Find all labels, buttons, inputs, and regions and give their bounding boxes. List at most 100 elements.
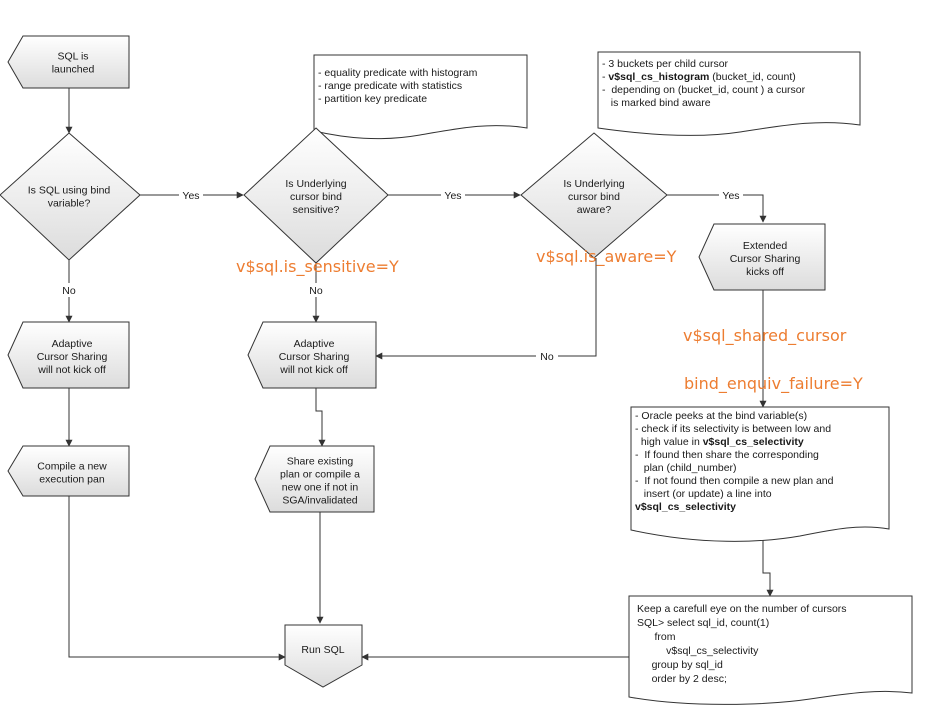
node-line: will not kick off <box>279 364 348 376</box>
node-line: Is Underlying <box>563 178 624 190</box>
edge-labels: Yes Yes Yes No No No <box>58 188 743 363</box>
note-line-segment: SQL> select sql_id, count(1) <box>637 617 769 629</box>
node-line: cursor bind <box>568 191 620 203</box>
node-line: Adaptive <box>294 338 335 350</box>
edge-label-no-aware: No <box>540 351 554 363</box>
note-line-segment: v$sql_cs_selectivity <box>637 645 759 657</box>
node-line: sensitive? <box>293 204 340 216</box>
node-line: execution pan <box>39 474 105 486</box>
node-line: launched <box>52 64 95 76</box>
edge-label-no-sensitive: No <box>309 285 323 297</box>
note-line-segment: - check if its selectivity is between lo… <box>635 423 831 435</box>
note-line-segment: - equality predicate with histogram <box>318 67 478 79</box>
node-line: aware? <box>577 204 612 216</box>
note-line-segment: order by 2 desc; <box>637 673 727 685</box>
note-line-segment: - depending on (bucket_id, count ) a cur… <box>602 84 806 96</box>
node-line: SQL is <box>57 51 88 63</box>
note-line-segment: plan (child_number) <box>635 462 737 474</box>
note-line-segment: group by sql_id <box>637 659 723 671</box>
node-line: Cursor Sharing <box>279 351 350 363</box>
edge-label-yes-bind: Yes <box>182 190 199 202</box>
note-line-segment: - <box>602 71 608 83</box>
node-compile-shape <box>7 445 130 497</box>
edge-aware-yes <box>667 194 767 223</box>
node-line: Compile a new <box>37 461 107 473</box>
node-line: plan or compile a <box>280 469 360 481</box>
annotation-bind-equiv: bind_enquiv_failure=Y <box>684 374 863 394</box>
node-line: Run SQL <box>301 644 344 656</box>
note-query-shape <box>628 595 913 705</box>
node-line: SGA/invalidated <box>282 495 357 507</box>
edge-compile-to-run <box>68 496 286 661</box>
note-peek-text: - Oracle peeks at the bind variable(s)- … <box>635 410 834 513</box>
node-line: Extended <box>743 240 788 252</box>
note-line-segment: - If found then share the corresponding <box>635 449 819 461</box>
notes: - equality predicate with histogram- ran… <box>313 51 913 705</box>
node-sensitive-decision-shape <box>243 127 389 264</box>
node-line: Is Underlying <box>285 178 346 190</box>
note-line-segment: - If not found then compile a new plan a… <box>635 475 834 487</box>
node-bind-decision-shape <box>0 132 141 261</box>
edge-label-no-bind: No <box>62 285 76 297</box>
node-share-shape <box>254 445 375 513</box>
node-line: Share existing <box>287 456 354 468</box>
note-line-segment: v$sql_cs_histogram <box>608 71 709 83</box>
note-line-segment: - 3 buckets per child cursor <box>602 58 729 70</box>
note-line-segment: - Oracle peeks at the bind variable(s) <box>635 410 807 422</box>
node-line: Adaptive <box>52 338 93 350</box>
note-predicates-text: - equality predicate with histogram- ran… <box>318 67 478 105</box>
note-line-segment: Keep a carefull eye on the number of cur… <box>637 603 847 615</box>
note-predicates-shape <box>313 54 528 140</box>
node-line: cursor bind <box>290 191 342 203</box>
node-run-sql-shape <box>284 624 363 688</box>
node-aware-decision-shape <box>520 132 668 259</box>
node-line: kicks off <box>746 266 784 278</box>
note-line-segment: (bucket_id, count) <box>709 71 795 83</box>
edge-label-yes-sensitive: Yes <box>444 190 461 202</box>
node-line: will not kick off <box>37 364 106 376</box>
node-ecs-shape <box>698 223 826 291</box>
note-line-segment: v$sql_cs_selectivity <box>635 501 736 513</box>
node-run-sql-text: Run SQL <box>301 644 344 656</box>
note-line-segment: insert (or update) a line into <box>635 488 772 500</box>
node-acs-no-2-shape <box>247 321 377 389</box>
node-line: new one if not in <box>282 482 359 494</box>
note-buckets-text: - 3 buckets per child cursor- v$sql_cs_h… <box>602 58 806 109</box>
note-line-segment: - range predicate with statistics <box>318 80 462 92</box>
note-line-segment: v$sql_cs_selectivity <box>703 436 804 448</box>
edge-acs2-to-share <box>315 388 326 447</box>
annotation-shared-cursor: v$sql_shared_cursor <box>683 326 847 346</box>
edge-peek-to-query <box>762 527 774 597</box>
note-line-segment: is marked bind aware <box>602 97 711 109</box>
node-line: Cursor Sharing <box>730 253 801 265</box>
note-peek-shape <box>630 406 890 542</box>
edge-aware-no <box>375 258 597 360</box>
annotations: v$sql.is_sensitive=Y v$sql.is_aware=Y v$… <box>236 247 863 394</box>
note-query-text: Keep a carefull eye on the number of cur… <box>637 603 847 685</box>
node-line: Cursor Sharing <box>37 351 108 363</box>
node-start-shape <box>7 35 130 89</box>
note-buckets-shape <box>597 51 861 136</box>
edge-label-yes-aware: Yes <box>722 190 739 202</box>
node-acs-no-1-shape <box>7 321 130 389</box>
note-line-segment: from <box>637 631 676 643</box>
annotation-is-aware: v$sql.is_aware=Y <box>536 247 677 267</box>
annotation-is-sensitive: v$sql.is_sensitive=Y <box>236 257 399 277</box>
edges <box>65 88 774 661</box>
node-line: Is SQL using bind <box>28 185 111 197</box>
node-line: variable? <box>48 198 91 210</box>
note-line-segment: high value in <box>635 436 703 448</box>
note-line-segment: - partition key predicate <box>318 93 427 105</box>
